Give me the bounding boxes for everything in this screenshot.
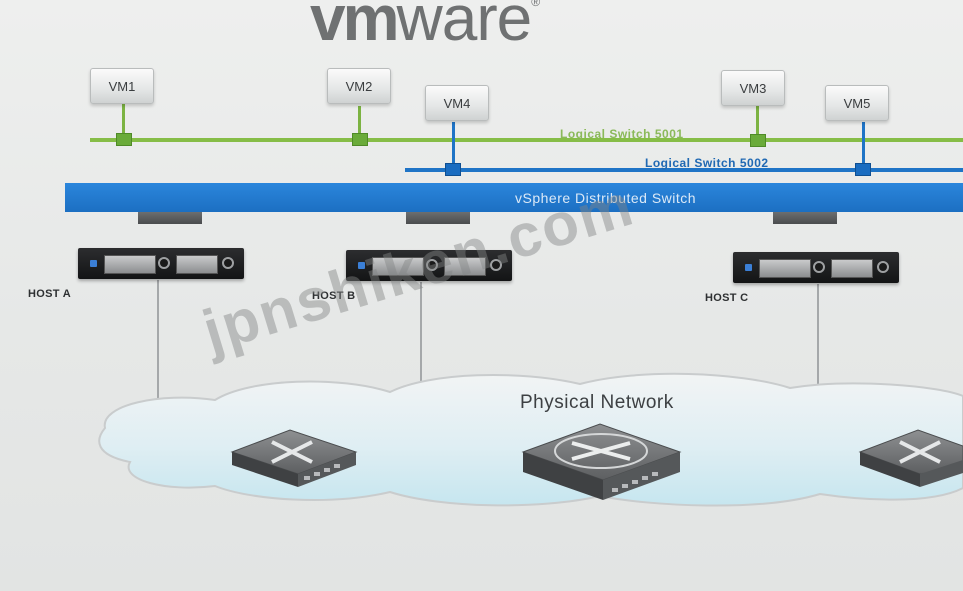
vm5-link	[862, 122, 865, 170]
vm4-box: VM4	[425, 85, 489, 121]
logical-switch-5002-label: Logical Switch 5002	[645, 156, 769, 170]
vm1-box: VM1	[90, 68, 154, 104]
logical-switch-5001-line	[90, 138, 963, 142]
vm2-port	[352, 133, 368, 146]
vm3-box: VM3	[721, 70, 785, 106]
host-a-uplink	[138, 212, 202, 224]
host-a-server	[78, 248, 244, 279]
vm3-link	[756, 106, 759, 140]
logical-switch-5001-label: Logical Switch 5001	[560, 127, 684, 141]
host-c-uplink	[773, 212, 837, 224]
vm1-port	[116, 133, 132, 146]
vm4-link	[452, 122, 455, 170]
vm3-port	[750, 134, 766, 147]
vm1-link	[122, 104, 125, 140]
vm4-port	[445, 163, 461, 176]
vsphere-distributed-switch-bar	[65, 183, 963, 212]
host-c-wire	[817, 284, 819, 388]
vm5-port	[855, 163, 871, 176]
vm2-box: VM2	[327, 68, 391, 104]
host-b-server	[346, 250, 512, 281]
vm2-link	[358, 106, 361, 140]
host-b-uplink	[406, 212, 470, 224]
host-c-label: HOST C	[705, 292, 749, 304]
host-a-wire	[157, 280, 159, 408]
physical-router-center	[521, 423, 682, 500]
host-a-label: HOST A	[28, 288, 71, 300]
host-c-server	[733, 252, 899, 283]
physical-switch-right	[858, 429, 963, 487]
host-b-wire	[420, 282, 422, 387]
vmware-logo: vmware®	[310, 0, 540, 54]
physical-switch-left	[230, 429, 358, 487]
host-b-label: HOST B	[312, 290, 356, 302]
vsphere-distributed-switch-label: vSphere Distributed Switch	[515, 190, 697, 206]
vm5-box: VM5	[825, 85, 889, 121]
logical-switch-5002-line	[405, 168, 963, 172]
physical-network-label: Physical Network	[520, 392, 674, 413]
